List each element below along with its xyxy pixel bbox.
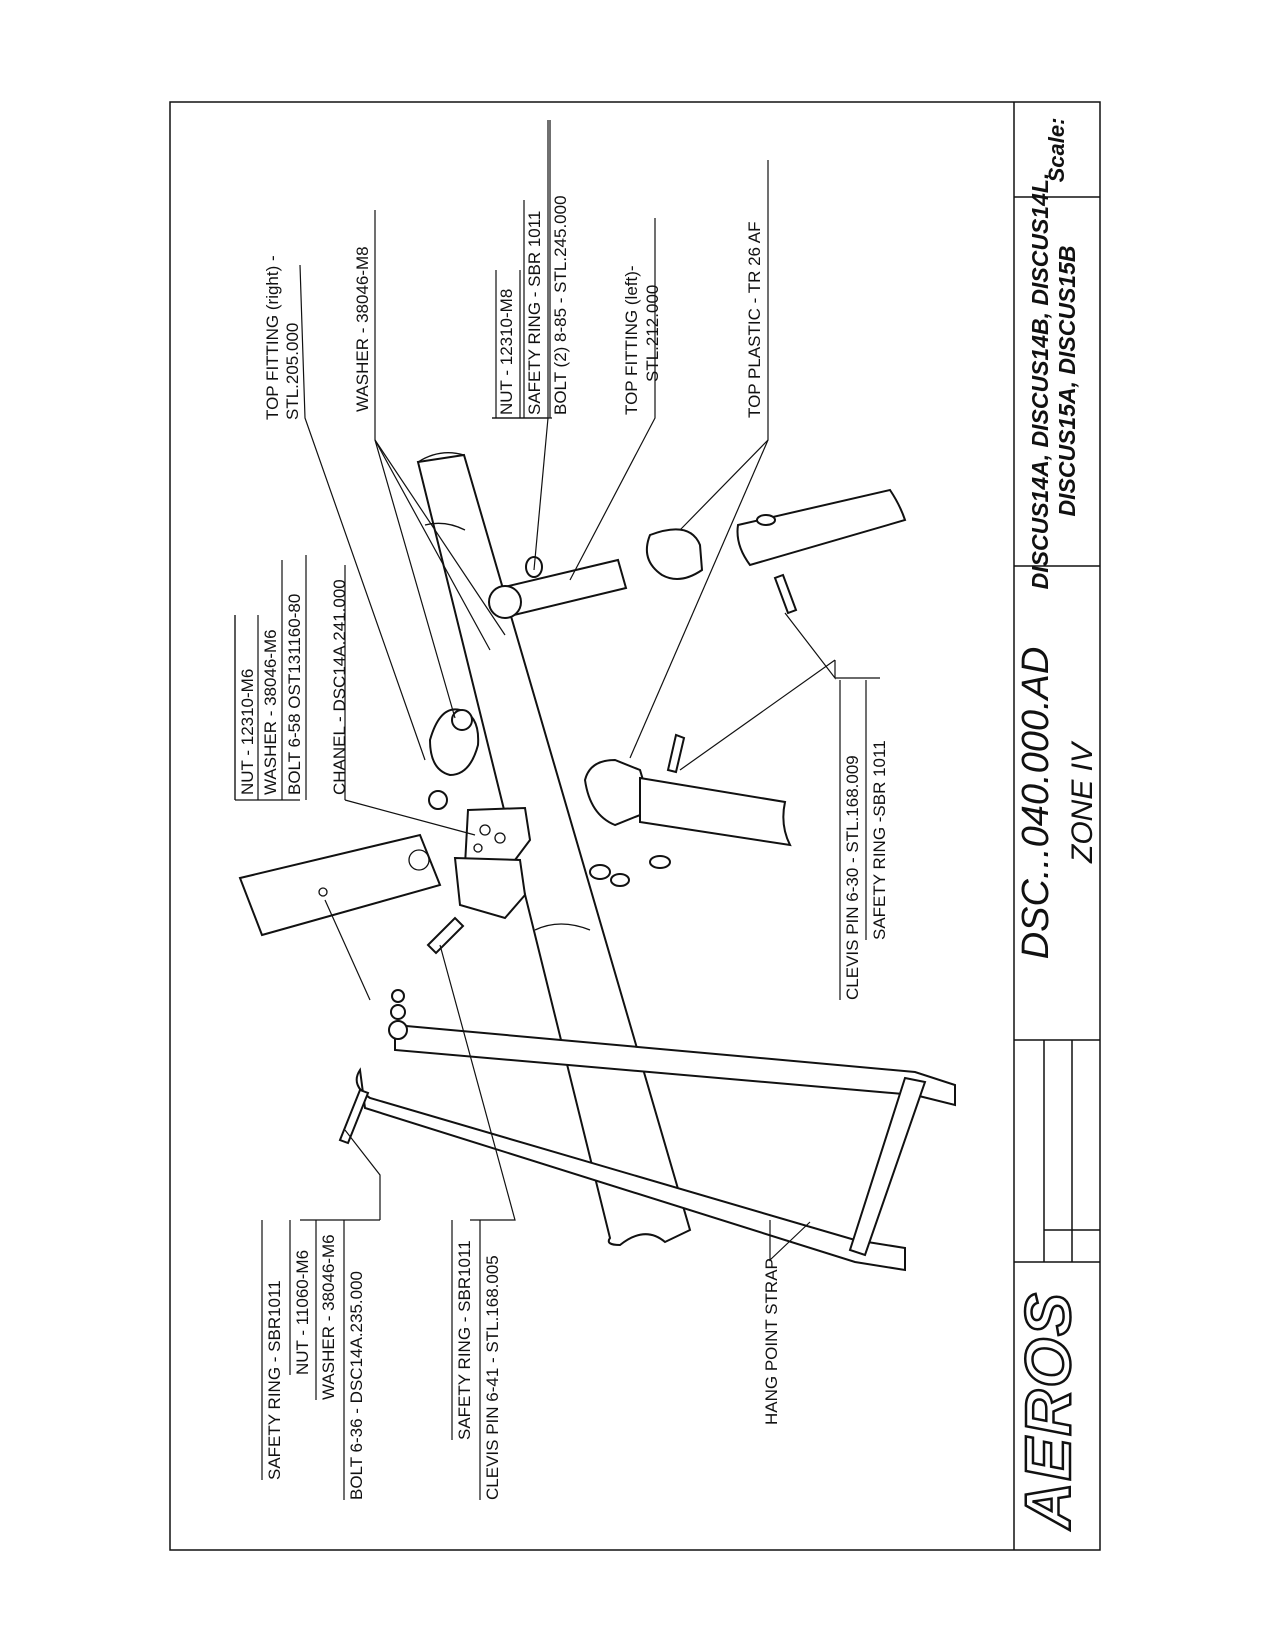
label-bolt-8-85: BOLT (2) 8-85 - STL.245.000 <box>551 195 570 415</box>
label-rules <box>234 120 867 1500</box>
label-chanel: CHANEL - DSC14A.241.000 <box>330 579 349 795</box>
clevis-pin-left <box>666 733 686 774</box>
top-plastic-left <box>583 758 646 827</box>
label-top-fitting-right-1: TOP FITTING (right) - <box>263 255 282 420</box>
upright-tube-right <box>736 488 907 567</box>
label-safety-ring-sbr1011: SAFETY RING - SBR 1011 <box>525 211 544 415</box>
parts <box>238 452 956 1272</box>
label-top-fitting-right-2: STL.205.000 <box>283 323 302 420</box>
label-washer-m6: WASHER - 38046-M6 <box>261 629 280 795</box>
title-block: AEROS DSC...040.000.AD ZONE IV DISCUS14A… <box>1011 102 1100 1550</box>
label-top-fitting-left-2: STL.212.000 <box>643 285 662 382</box>
strap-crossbar <box>848 1076 927 1257</box>
clevis-pin-41 <box>426 916 465 955</box>
leader-lines <box>234 120 880 1262</box>
lower-bracket <box>453 856 527 920</box>
drawing-number: DSC...040.000.AD <box>1015 647 1057 960</box>
top-plastic-right <box>646 528 704 580</box>
zone-label: ZONE IV <box>1066 740 1099 864</box>
chanel <box>238 833 442 937</box>
label-clevis-pin-6-41: CLEVIS PIN 6-41 - STL.168.005 <box>483 1255 502 1500</box>
label-nut-m6: NUT - 12310-M6 <box>238 669 257 795</box>
bolt-6-36 <box>338 1088 370 1145</box>
label-hang-point-strap: HANG POINT STRAP <box>762 1258 781 1425</box>
label-washer-38046-m6: WASHER - 38046-M6 <box>319 1234 338 1400</box>
label-top-fitting-left-1: TOP FITTING (left)- <box>622 265 641 415</box>
label-bolt-6-58: BOLT 6-58 OST131160-80 <box>285 594 304 795</box>
label-washer-m8: WASHER - 38046-M8 <box>353 246 372 412</box>
models-line-1: DISCUS14A, DISCUS14B, DISCUS14L, <box>1027 173 1053 590</box>
upright-tube-left <box>639 776 792 847</box>
clevis-pin-right <box>773 573 798 615</box>
drawing-frame <box>169 101 1101 1551</box>
aeros-logo: AEROS <box>1012 1291 1084 1531</box>
strap-upper <box>394 1023 956 1107</box>
label-nut-m8: NUT - 12310-M8 <box>497 289 516 415</box>
models-line-2: DISCUS15A, DISCUS15B <box>1054 246 1080 517</box>
label-nut-11060: NUT - 11060-M6 <box>293 1250 312 1375</box>
label-clevis-pin-6-30: CLEVIS PIN 6-30 - STL.168.009 <box>843 755 862 1000</box>
label-safety-ring-sbr1011-b: SAFETY RING -SBR 1011 <box>870 740 889 940</box>
callout-labels: TOP FITTING (right) - STL.205.000 WASHER… <box>238 195 889 1500</box>
label-safety-ring-group1: SAFETY RING - SBR1011 <box>265 1280 284 1480</box>
label-top-plastic: TOP PLASTIC - TR 26 AF <box>745 221 764 418</box>
label-safety-ring-group2: SAFETY RING - SBR1011 <box>455 1240 474 1440</box>
label-bolt-6-36: BOLT 6-36 - DSC14A.235.000 <box>347 1271 366 1500</box>
scale-label: Scale: <box>1044 118 1069 183</box>
